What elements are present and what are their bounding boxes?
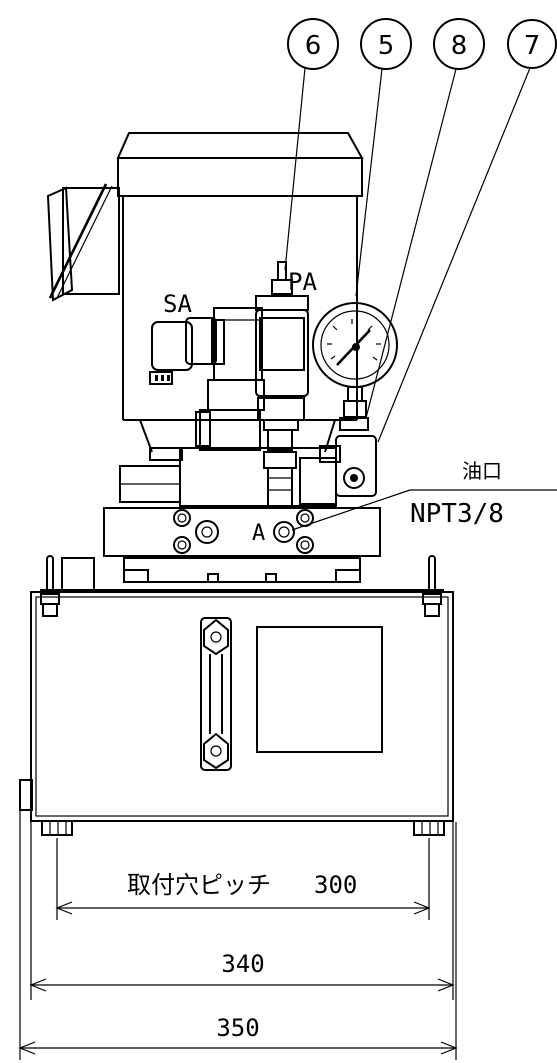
pa-fittings <box>263 429 297 509</box>
callout-8: 8 <box>433 18 485 70</box>
junction-box <box>46 183 120 302</box>
dim-mount-pitch-label: 取付穴ピッチ <box>127 871 271 899</box>
oil-tank <box>19 555 454 822</box>
dim-inner-width: 340 <box>221 950 264 978</box>
name-plate <box>256 626 383 753</box>
motor-hood <box>116 132 364 453</box>
label-port-a: A <box>252 521 265 546</box>
callout-5: 5 <box>360 18 412 70</box>
manifold-plate: A <box>103 507 381 557</box>
label-sa: SA <box>163 290 192 318</box>
oil-level-gauge <box>200 617 232 771</box>
oil-port-callout: 油口 NPT3/8 <box>291 459 557 531</box>
label-oil-port: 油口 <box>462 459 502 483</box>
dim-outer-width: 350 <box>216 1014 259 1042</box>
callout-7: 7 <box>507 19 557 69</box>
dim-mount-pitch-value: 300 <box>314 871 357 899</box>
dimension-labels: 取付穴ピッチ 300 340 350 <box>127 871 357 1042</box>
dimension-lines <box>18 810 458 1060</box>
valve-block <box>119 409 377 507</box>
leader-lines <box>284 67 531 443</box>
callout-balloons: 6 5 8 7 <box>287 18 557 70</box>
tank-feet <box>41 820 445 836</box>
callout-8-number: 8 <box>451 31 468 61</box>
callout-5-number: 5 <box>378 31 395 61</box>
solenoid-sa: SA <box>149 290 265 411</box>
callout-6-number: 6 <box>305 31 322 61</box>
label-oil-port-thread: NPT3/8 <box>410 499 504 529</box>
pressure-switch-pa: PA <box>255 261 317 431</box>
pressure-gauge <box>312 302 398 431</box>
pedestal <box>40 557 444 593</box>
callout-7-number: 7 <box>524 31 541 61</box>
callout-6: 6 <box>287 18 339 70</box>
